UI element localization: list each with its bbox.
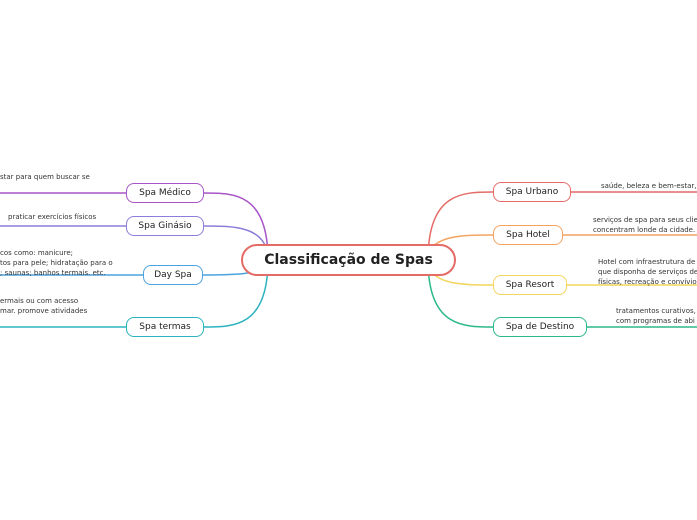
connector-spa-medico: [203, 192, 269, 261]
note-line-text: mar. promove atividades: [0, 307, 88, 315]
note-spa-hotel: serviços de spa para seus clie concentram…: [593, 215, 697, 235]
note-line-text: star para quem buscar se: [0, 173, 90, 181]
note-line-text: cos como: manicure;: [0, 249, 73, 257]
note-day-spa: cos como: manicure; tos para pele; hidrat…: [0, 248, 113, 278]
note-line-text: tratamentos curativos,: [616, 307, 696, 315]
note-line-text: ; saunas; banhos termais. etc.: [0, 269, 106, 277]
note-line-text: físicas, recreação e convívio: [598, 278, 697, 286]
note-spa-urbano: saúde, beleza e bem-estar,: [601, 181, 696, 191]
node-spa-termas[interactable]: Spa termas: [126, 317, 204, 337]
root-node[interactable]: Classificação de Spas: [241, 244, 456, 276]
node-spa-hotel[interactable]: Spa Hotel: [493, 225, 563, 245]
node-day-spa[interactable]: Day Spa: [143, 265, 203, 285]
note-line-text: ermais ou com acesso: [0, 297, 79, 305]
note-spa-termas: ermais ou com acesso mar. promove ativida…: [0, 296, 87, 316]
note-line-text: Hotel com infraestrutura de l: [598, 258, 697, 266]
node-spa-resort[interactable]: Spa Resort: [493, 275, 567, 295]
node-spa-de-destino[interactable]: Spa de Destino: [493, 317, 587, 337]
node-spa-medico[interactable]: Spa Médico: [126, 183, 204, 203]
note-line-text: saúde, beleza e bem-estar,: [601, 182, 697, 190]
node-spa-urbano[interactable]: Spa Urbano: [493, 182, 571, 202]
note-spa-de-destino: tratamentos curativos, com programas de …: [616, 306, 696, 326]
note-line-text: praticar exercícios físicos: [8, 213, 97, 221]
note-line-text: tos para pele; hidratação para o: [0, 259, 113, 267]
node-spa-ginasio[interactable]: Spa Ginásio: [126, 216, 204, 236]
note-line-text: serviços de spa para seus clie: [593, 216, 697, 224]
connector-spa-termas: [203, 259, 269, 328]
note-spa-ginasio: praticar exercícios físicos: [8, 212, 96, 222]
note-spa-resort: Hotel com infraestrutura de l que disponh…: [598, 257, 697, 287]
connector-spa-de-destino: [427, 259, 494, 328]
note-spa-medico: star para quem buscar se: [0, 172, 90, 182]
connector-spa-urbano: [427, 191, 494, 261]
note-line-text: concentram londe da cidade.: [593, 226, 696, 234]
note-line-text: que disponha de serviços de: [598, 268, 697, 276]
note-line-text: com programas de abi: [616, 317, 695, 325]
